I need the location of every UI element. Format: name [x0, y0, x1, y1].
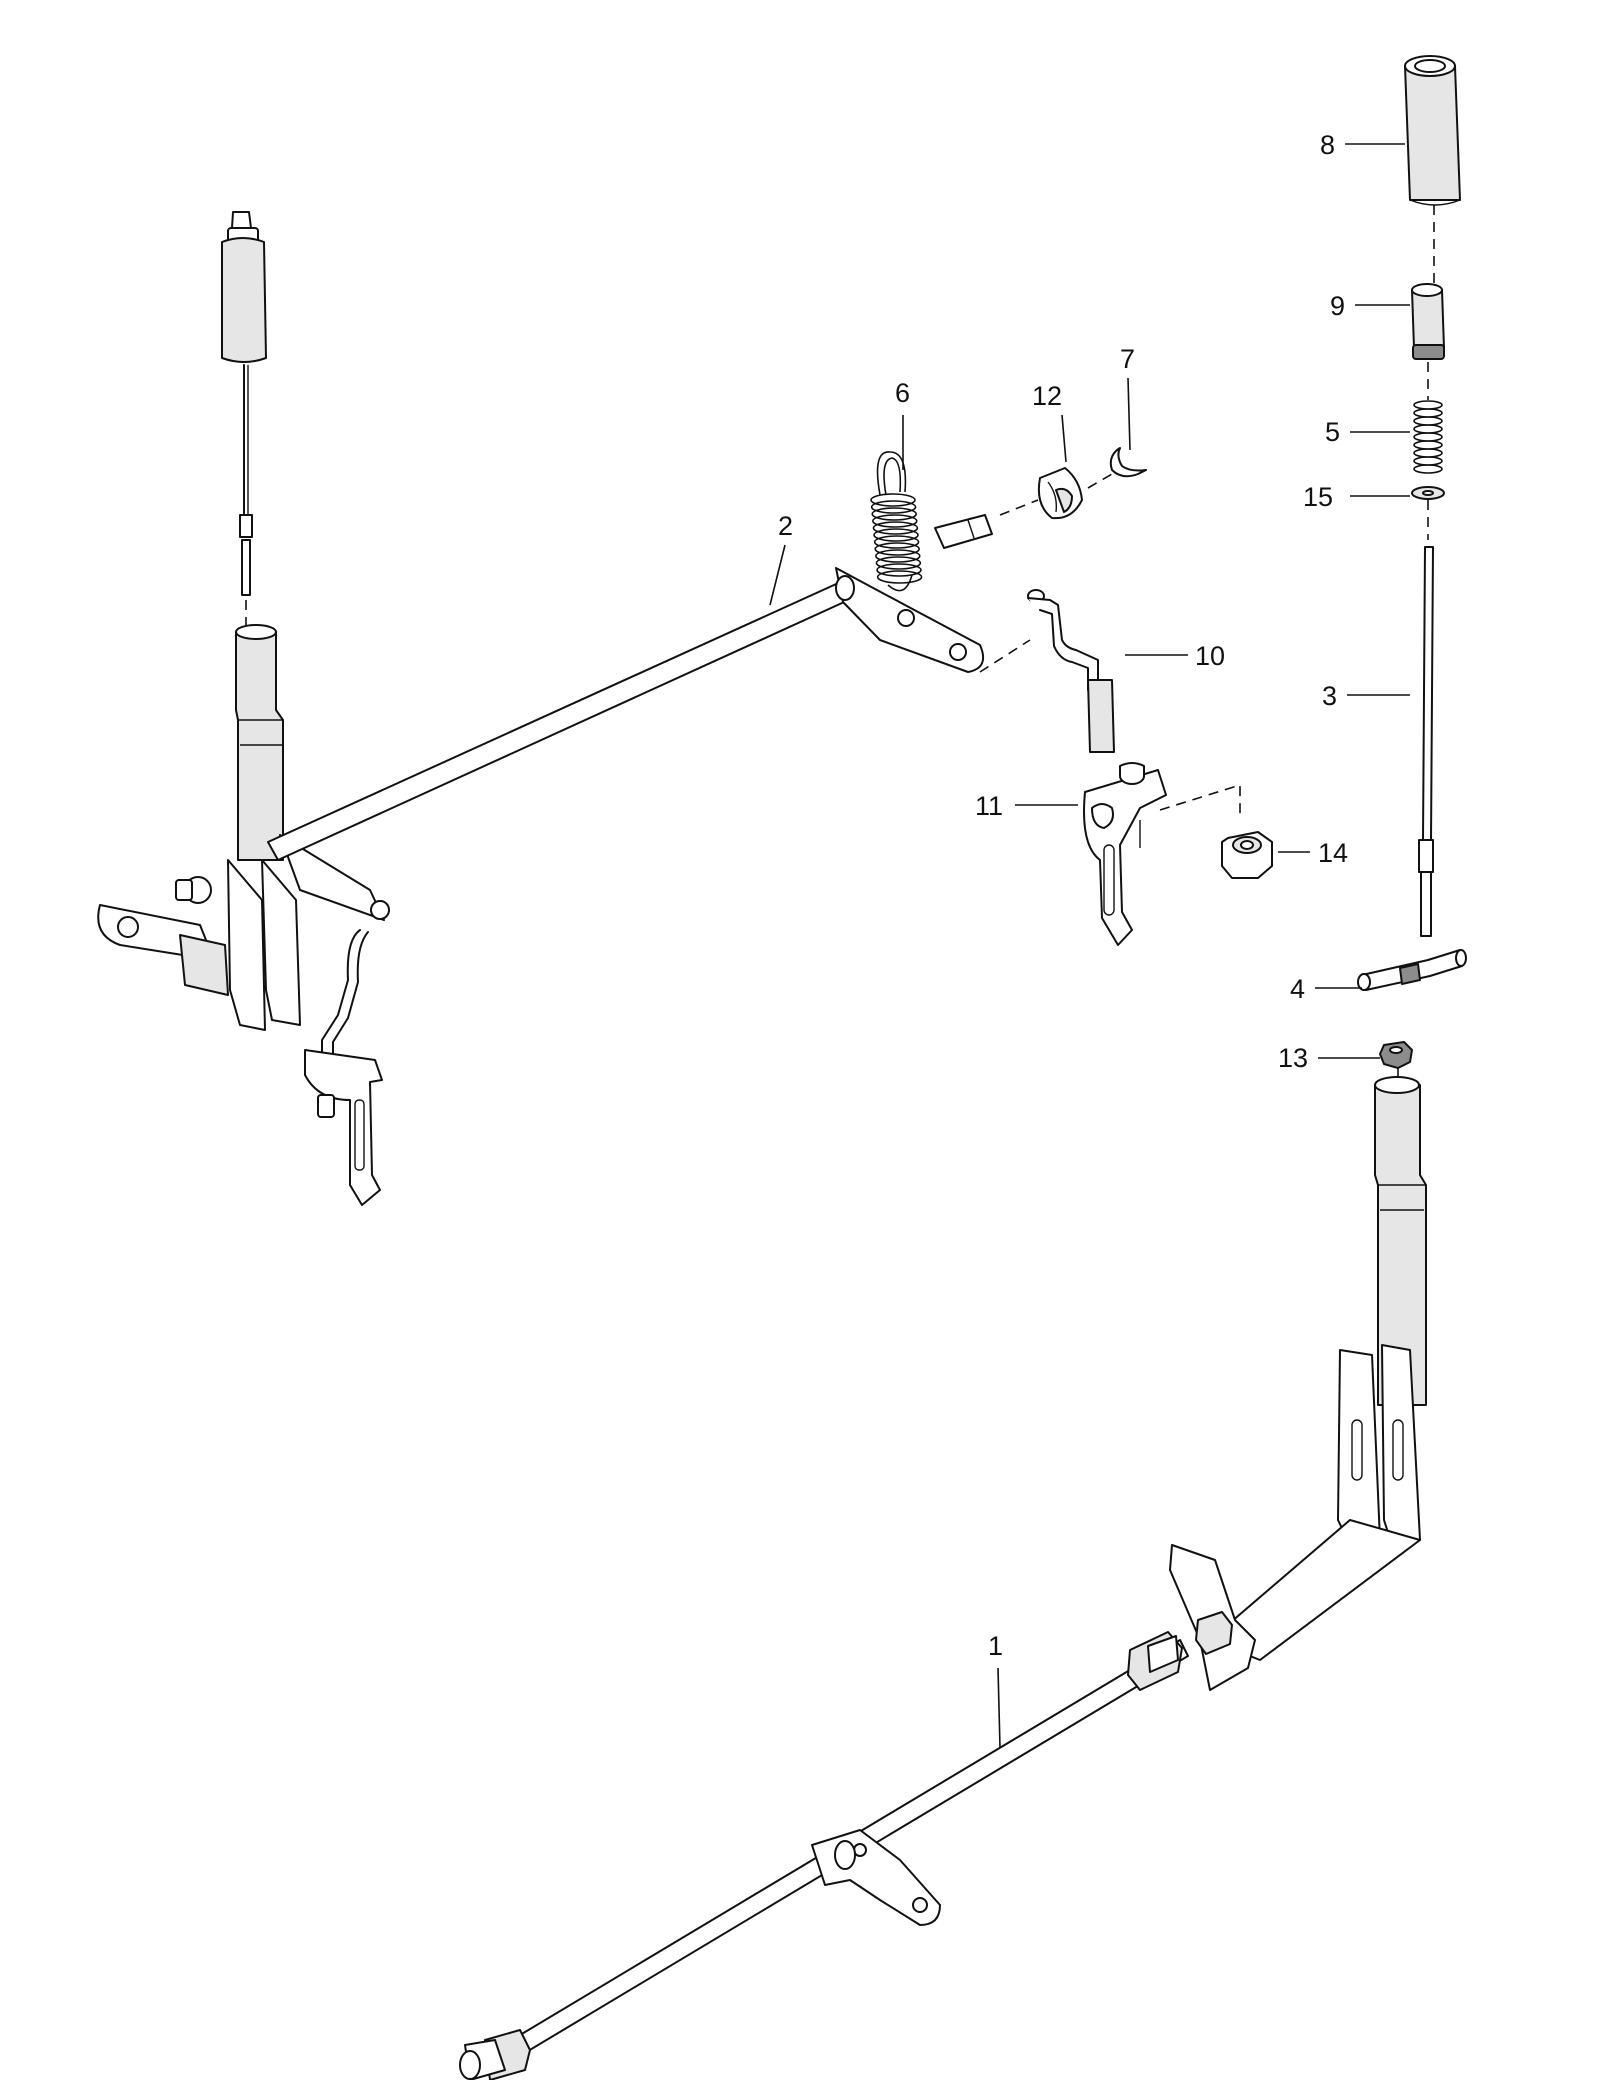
- callout-7: 7: [1120, 344, 1135, 374]
- callout-9: 9: [1330, 291, 1345, 321]
- callout-6: 6: [895, 378, 910, 408]
- callout-15: 15: [1303, 482, 1333, 512]
- slotted-lever-part-11: [1083, 762, 1241, 946]
- callout-labels: 1 2 3 4 5 6 7 8 9 10 11 12 13 14 15: [778, 130, 1348, 1661]
- lower-shaft-part-1: [459, 1076, 1427, 2080]
- retaining-ring-part-7: [1087, 447, 1147, 489]
- callout-3: 3: [1322, 681, 1337, 711]
- callout-12: 12: [1032, 381, 1062, 411]
- callout-11: 11: [975, 791, 1003, 821]
- callout-1: 1: [988, 1631, 1003, 1661]
- callout-2: 2: [778, 511, 793, 541]
- lock-nut-part-14: [1221, 831, 1273, 879]
- left-lever-assembly: [97, 211, 390, 1206]
- compression-spring-part-5: [1413, 400, 1443, 474]
- pin-part-4: [1357, 949, 1467, 991]
- cross-shaft-part-2: [267, 514, 993, 861]
- bushing-part-9: [1411, 283, 1445, 400]
- washer-part-15: [1411, 486, 1445, 540]
- link-rod-part-10: [979, 589, 1115, 753]
- spring-part-6: [870, 451, 923, 592]
- callout-14: 14: [1318, 838, 1348, 868]
- callout-10: 10: [1195, 641, 1225, 671]
- callout-4: 4: [1290, 974, 1305, 1004]
- callout-8: 8: [1320, 130, 1335, 160]
- leader-lines: [769, 143, 1410, 1749]
- clip-part-12: [999, 467, 1083, 520]
- callout-5: 5: [1325, 417, 1340, 447]
- grip-part-8: [1404, 55, 1461, 285]
- nut-part-13: [1379, 1041, 1413, 1080]
- callout-13: 13: [1278, 1043, 1308, 1073]
- rod-part-3: [1418, 546, 1434, 937]
